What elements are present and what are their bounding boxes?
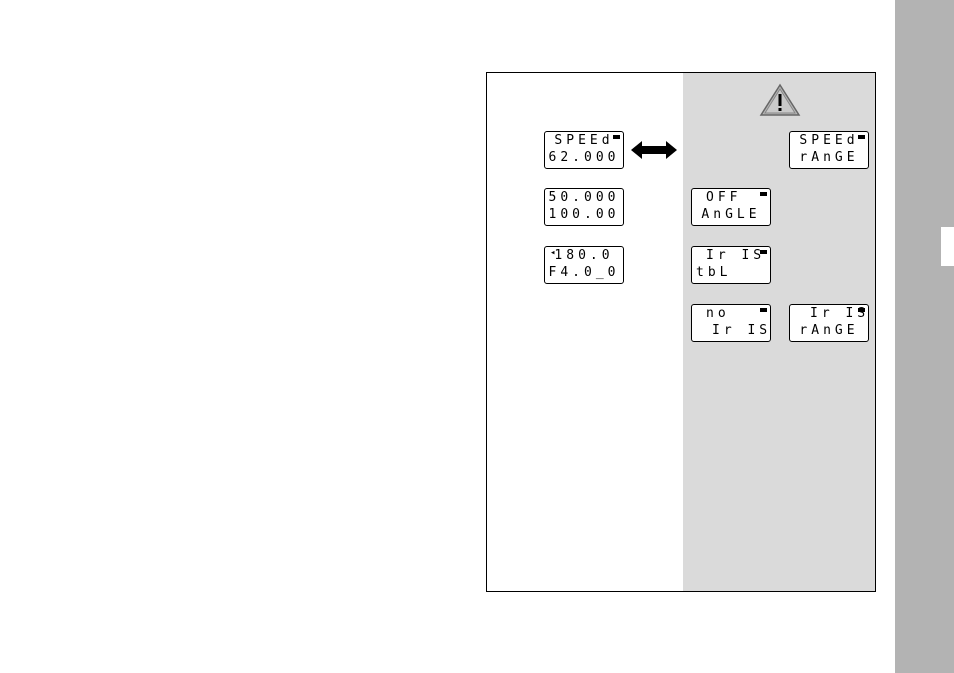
display-line-2: 100.00 <box>545 208 623 222</box>
lcd-display-iris-table: Ir IS tbL <box>691 246 771 284</box>
lcd-display-no-iris: no Ir IS <box>691 304 771 342</box>
display-line-2: F4.0_0 <box>545 266 623 280</box>
display-line-2: 62.000 <box>545 151 623 165</box>
display-line-1: SPEEd <box>790 134 868 148</box>
display-line-1: Ir IS <box>692 249 770 263</box>
lcd-display-speed: SPEEd 62.000 <box>544 131 624 169</box>
display-line-2: tbL <box>692 266 770 280</box>
lcd-display-iris-range: Ir IS rAnGE <box>789 304 869 342</box>
display-line-1: 180.0 <box>545 249 623 263</box>
page-edge-strip <box>895 0 954 673</box>
display-diagram-panel: SPEEd 62.000 50.000 100.00 ◂ 180.0 F4.0_… <box>486 72 876 592</box>
display-line-1: OFF <box>692 191 770 205</box>
display-line-2: rAnGE <box>790 324 868 338</box>
display-line-1: SPEEd <box>545 134 623 148</box>
display-line-2: rAnGE <box>790 151 868 165</box>
lcd-display-angle: ◂ 180.0 F4.0_0 <box>544 246 624 284</box>
double-arrow-icon <box>631 141 677 159</box>
display-line-2: AnGLE <box>692 208 770 222</box>
display-line-2: Ir IS <box>692 324 770 338</box>
lcd-display-off-angle: OFF AnGLE <box>691 188 771 226</box>
lcd-display-speed-range: SPEEd rAnGE <box>789 131 869 169</box>
section-tab-marker <box>941 227 954 266</box>
warning-triangle-icon <box>758 83 802 117</box>
display-line-1: Ir IS <box>790 307 868 321</box>
display-line-1: no <box>692 307 770 321</box>
lcd-display-values: 50.000 100.00 <box>544 188 624 226</box>
display-line-1: 50.000 <box>545 191 623 205</box>
